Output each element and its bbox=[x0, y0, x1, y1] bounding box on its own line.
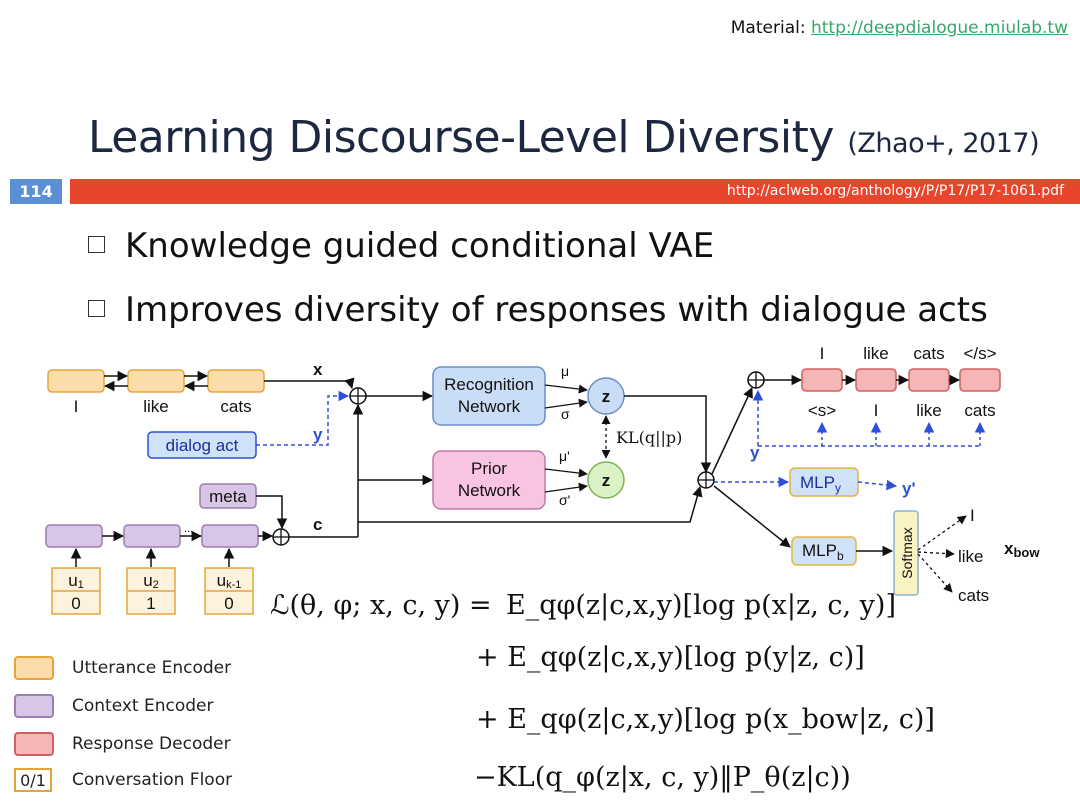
mlp-y-label: MLPy bbox=[800, 473, 841, 495]
utt-word-1: I bbox=[74, 397, 79, 416]
legend-label: Context Encoder bbox=[72, 696, 214, 716]
legend-decoder: Response Decoder bbox=[14, 732, 231, 756]
equation-line-2: + E_qφ(z|c,x,y)[log p(y|z, c)] bbox=[476, 642, 865, 673]
prior-label-2: Network bbox=[458, 481, 521, 500]
legend-swatch-floor: 0/1 bbox=[14, 768, 52, 792]
floor-v-2: 1 bbox=[146, 594, 155, 613]
out-word-2: like bbox=[863, 344, 889, 363]
legend-swatch-context bbox=[14, 694, 54, 718]
mlp-b-label: MLPb bbox=[802, 541, 844, 563]
softmax-box bbox=[893, 510, 919, 596]
legend-floor: 0/1 Conversation Floor bbox=[14, 768, 232, 792]
z-prior bbox=[587, 461, 625, 499]
floor-u-3: uk-1 bbox=[217, 571, 242, 591]
legend-utterance: Utterance Encoder bbox=[14, 656, 231, 680]
decoder-cell-1 bbox=[801, 368, 843, 392]
decoder-cell-2 bbox=[855, 368, 897, 392]
prior-label-1: Prior bbox=[471, 459, 507, 478]
legend-swatch-utterance bbox=[14, 656, 54, 680]
utterance-cell-2 bbox=[127, 369, 185, 393]
equation-line-3: + E_qφ(z|c,x,y)[log p(x_bow|z, c)] bbox=[476, 704, 935, 735]
floor-v-1: 0 bbox=[71, 594, 80, 613]
in-word-4: cats bbox=[964, 401, 995, 420]
material-link[interactable]: http://deepdialogue.miulab.tw bbox=[810, 18, 1068, 38]
meta-label: meta bbox=[209, 487, 247, 506]
context-cell-2 bbox=[123, 524, 181, 548]
material-label: Material: bbox=[730, 18, 806, 38]
out-word-3: cats bbox=[913, 344, 944, 363]
in-word-1: <s> bbox=[808, 401, 836, 420]
z-label-bottom: z bbox=[602, 471, 611, 490]
floor-v-3: 0 bbox=[224, 594, 233, 613]
dialog-act-label: dialog act bbox=[166, 436, 239, 455]
legend-label: Conversation Floor bbox=[72, 770, 233, 790]
legend-label: Response Decoder bbox=[72, 734, 231, 754]
c-label: c bbox=[313, 515, 322, 534]
bullet-text: Knowledge guided conditional VAE bbox=[125, 226, 715, 266]
z-label-top: z bbox=[602, 387, 611, 406]
equation-lhs: ℒ(θ, φ; x, c, y) = bbox=[270, 590, 492, 621]
bow-word-2: like bbox=[958, 547, 984, 566]
recognition-label-1: Recognition bbox=[444, 375, 534, 394]
legend-label: Utterance Encoder bbox=[72, 658, 232, 678]
bullet-2: Improves diversity of responses with dia… bbox=[88, 290, 988, 330]
utterance-cell-3 bbox=[207, 369, 265, 393]
title-citation: (Zhao+, 2017) bbox=[847, 128, 1040, 159]
kl-label: KL(q||p) bbox=[616, 428, 682, 447]
prior-network bbox=[432, 450, 546, 510]
decoder-cell-4 bbox=[959, 368, 1001, 392]
context-cell-3 bbox=[201, 524, 259, 548]
equation-line-4: −KL(q_φ(z|x, c, y)‖P_θ(z|c)) bbox=[474, 762, 851, 793]
bullet-square-icon bbox=[88, 300, 105, 317]
bow-word-3: cats bbox=[958, 586, 989, 605]
decoder-cell-3 bbox=[908, 368, 950, 392]
mu-prime-label: μ' bbox=[559, 448, 570, 464]
legend-swatch-decoder bbox=[14, 732, 54, 756]
out-word-1: I bbox=[820, 344, 825, 363]
bullet-text: Improves diversity of responses with dia… bbox=[125, 290, 988, 330]
recognition-label-2: Network bbox=[458, 397, 521, 416]
bullet-1: Knowledge guided conditional VAE bbox=[88, 226, 714, 266]
sigma-label: σ bbox=[561, 406, 570, 422]
floor-u-2: u2 bbox=[143, 571, 159, 591]
bow-word-1: I bbox=[970, 506, 975, 525]
paper-link[interactable]: http://aclweb.org/anthology/P/P17/P17-10… bbox=[726, 183, 1064, 199]
y-label-left: y bbox=[313, 425, 323, 444]
out-word-4: </s> bbox=[963, 344, 996, 363]
floor-u-1: u1 bbox=[68, 571, 84, 591]
utt-word-3: cats bbox=[220, 397, 251, 416]
recognition-network bbox=[432, 366, 546, 426]
softmax-label: Softmax bbox=[899, 527, 915, 578]
in-word-3: like bbox=[916, 401, 942, 420]
y-prime-label: y' bbox=[902, 479, 916, 498]
legend-context: Context Encoder bbox=[14, 694, 214, 718]
sigma-prime-label: σ' bbox=[559, 492, 570, 508]
title-text: Learning Discourse-Level Diversity bbox=[88, 112, 834, 163]
context-cell-1 bbox=[45, 524, 103, 548]
bullet-square-icon bbox=[88, 236, 105, 253]
material-note: Material: http://deepdialogue.miulab.tw bbox=[731, 18, 1068, 38]
utt-word-2: like bbox=[143, 397, 169, 416]
title-bar bbox=[70, 179, 1080, 204]
x-bow-label: xbow bbox=[1004, 539, 1040, 560]
slide-number: 114 bbox=[10, 179, 62, 204]
utterance-cell-1 bbox=[47, 369, 105, 393]
mu-label: μ bbox=[561, 363, 569, 379]
in-word-2: I bbox=[874, 401, 879, 420]
equation-line-1: E_qφ(z|c,x,y)[log p(x|z, c, y)] bbox=[506, 590, 896, 621]
context-dots: ... bbox=[184, 523, 193, 535]
y-label-right: y bbox=[750, 443, 760, 462]
slide-title: Learning Discourse-Level Diversity (Zhao… bbox=[88, 112, 1040, 163]
x-label: x bbox=[313, 360, 323, 379]
